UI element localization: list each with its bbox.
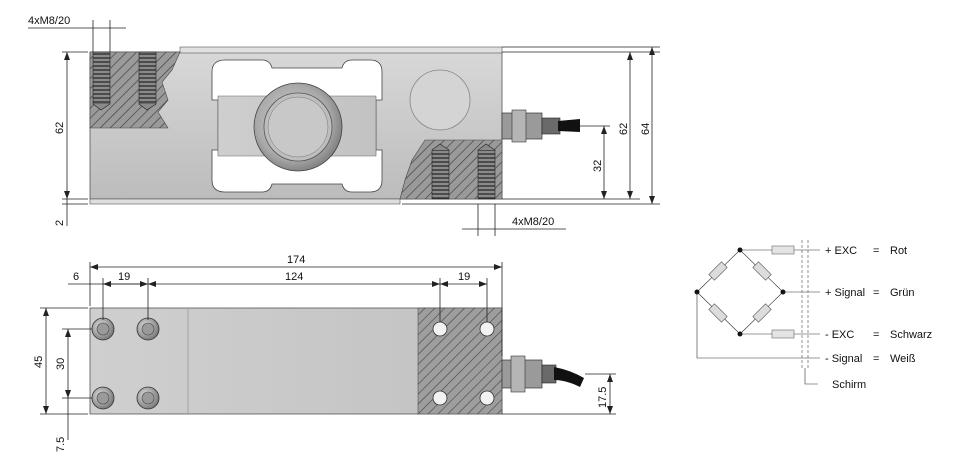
wire-color: Grün xyxy=(890,287,914,299)
mount-hole xyxy=(432,321,448,337)
dim-base-offset: 2 xyxy=(54,220,66,226)
wiring-diagram: + EXC = Rot + Signal = Grün - EXC = Schw… xyxy=(694,240,932,391)
bolt-head xyxy=(136,386,160,410)
dim-edge-offset: 6 xyxy=(73,271,79,283)
wire-eq: = xyxy=(873,245,879,257)
dim-overall-length: 174 xyxy=(287,254,305,266)
wire-eq: = xyxy=(873,329,879,341)
mount-hole xyxy=(479,321,495,337)
dim-pitch-right: 19 xyxy=(458,271,470,283)
dim-height-left: 62 xyxy=(54,122,66,134)
top-view xyxy=(89,307,584,415)
wire-label: + Signal xyxy=(825,287,865,299)
top-dimensions: 174 6 19 124 19 45 30 7.5 xyxy=(33,254,616,452)
through-hole xyxy=(409,69,471,131)
wire-label: - EXC xyxy=(825,329,854,341)
side-view xyxy=(89,46,580,205)
dim-center-distance: 124 xyxy=(285,271,303,283)
bridge-resistor xyxy=(752,303,772,323)
thread-hole xyxy=(92,51,111,105)
bridge-resistor xyxy=(708,261,728,281)
thread-hole xyxy=(477,149,496,200)
wire-eq: = xyxy=(873,353,879,365)
bolt-head xyxy=(136,317,160,341)
wire-label: + EXC xyxy=(825,245,857,257)
dim-cable-offset: 17.5 xyxy=(597,387,609,408)
lead-resistor xyxy=(771,329,795,339)
dim-width: 45 xyxy=(33,356,45,368)
dim-height-right: 62 xyxy=(618,123,630,135)
dim-pitch-left: 19 xyxy=(118,271,130,283)
wire-eq: = xyxy=(873,287,879,299)
bolt-head xyxy=(91,386,115,410)
side-dimensions: 4xM8/20 62 2 62 64 32 4xM8/20 xyxy=(28,15,660,236)
bolt-head xyxy=(91,317,115,341)
mount-hole xyxy=(432,390,448,406)
wire-color: Schwarz xyxy=(890,329,932,341)
dim-overall-height: 64 xyxy=(640,123,652,135)
hatched-section-left xyxy=(89,51,181,129)
dim-thread-bottom: 4xM8/20 xyxy=(512,216,554,228)
wire-color: Weiß xyxy=(890,353,916,365)
bridge-resistor xyxy=(708,303,728,323)
thread-hole xyxy=(431,149,450,200)
cable-top xyxy=(554,367,584,387)
dim-hole-spacing: 30 xyxy=(55,358,67,370)
thread-hole xyxy=(138,51,157,105)
wire-label: - Signal xyxy=(825,353,862,365)
cable xyxy=(558,119,580,132)
dim-bottom-offset: 7.5 xyxy=(55,437,67,452)
wire-color: Rot xyxy=(890,245,907,257)
lead-resistor xyxy=(771,245,795,255)
mount-hole xyxy=(479,390,495,406)
dim-thread-top: 4xM8/20 xyxy=(28,15,70,27)
shield-label: Schirm xyxy=(832,379,866,391)
bridge-resistor xyxy=(752,261,772,281)
dim-cable-height: 32 xyxy=(592,160,604,172)
